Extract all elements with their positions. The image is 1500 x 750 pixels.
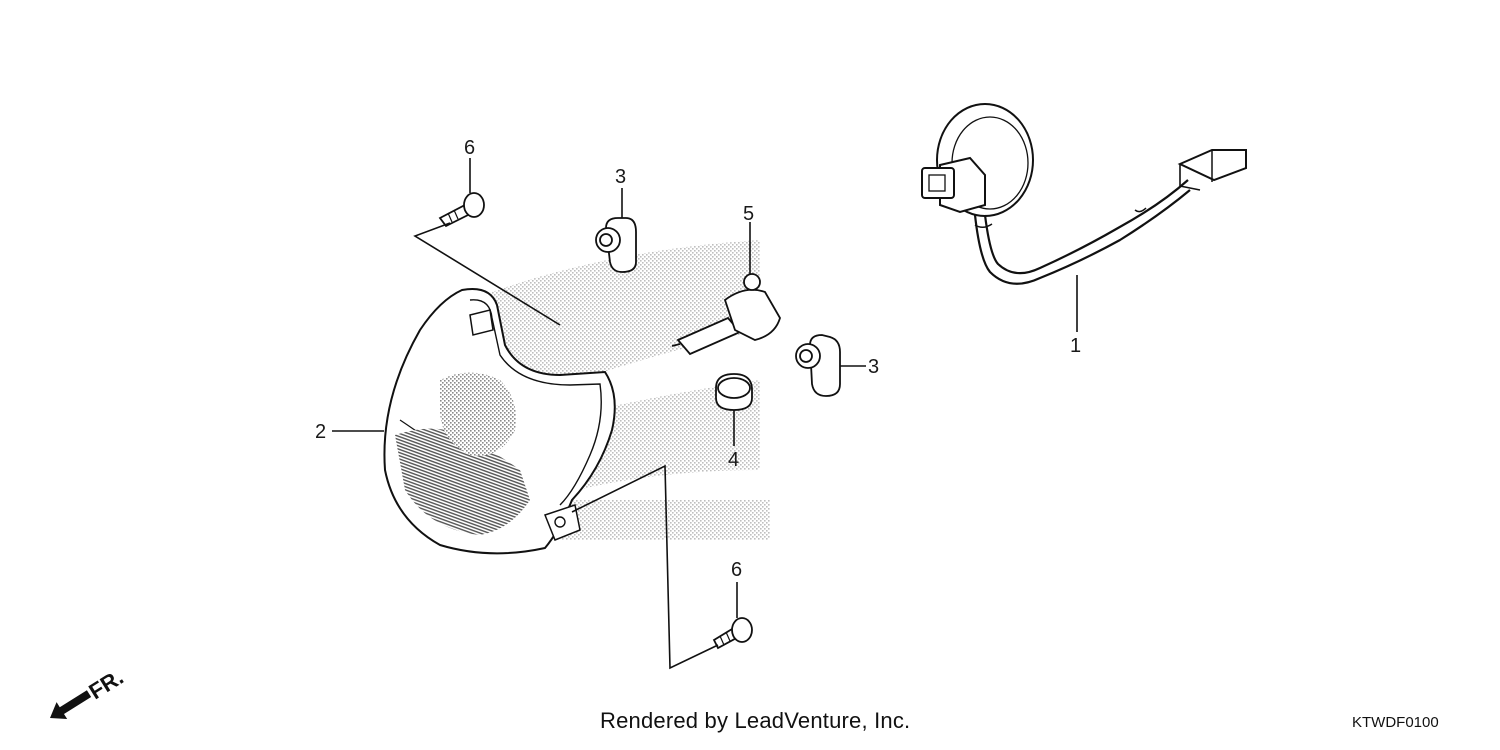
callout-6-lower: 6 bbox=[731, 559, 742, 581]
screw-part-lower bbox=[712, 617, 753, 650]
screw-part-upper bbox=[438, 192, 485, 228]
render-credit: Rendered by LeadVenture, Inc. bbox=[600, 708, 911, 733]
callout-1: 1 bbox=[1070, 335, 1081, 357]
callout-3-right: 3 bbox=[868, 356, 879, 378]
screw-connection-line-lower bbox=[571, 464, 719, 670]
grommet-part-upper bbox=[595, 217, 637, 273]
grommet-part-right bbox=[795, 334, 841, 397]
callout-3-upper: 3 bbox=[615, 166, 626, 188]
front-direction-arrow-icon bbox=[50, 690, 92, 720]
dust-cap-part bbox=[715, 373, 753, 411]
front-direction-label: FR. bbox=[84, 664, 127, 704]
headlight-socket-harness-part bbox=[921, 103, 1247, 285]
headlight-housing-part bbox=[383, 288, 616, 555]
headlight-bulb-part bbox=[671, 273, 781, 356]
callout-5: 5 bbox=[743, 203, 754, 225]
callout-4: 4 bbox=[728, 449, 739, 471]
screw-connection-line-upper bbox=[413, 222, 561, 326]
callout-2: 2 bbox=[315, 421, 326, 443]
diagram-code: KTWDF0100 bbox=[1352, 714, 1439, 731]
callout-6-upper: 6 bbox=[464, 137, 475, 159]
